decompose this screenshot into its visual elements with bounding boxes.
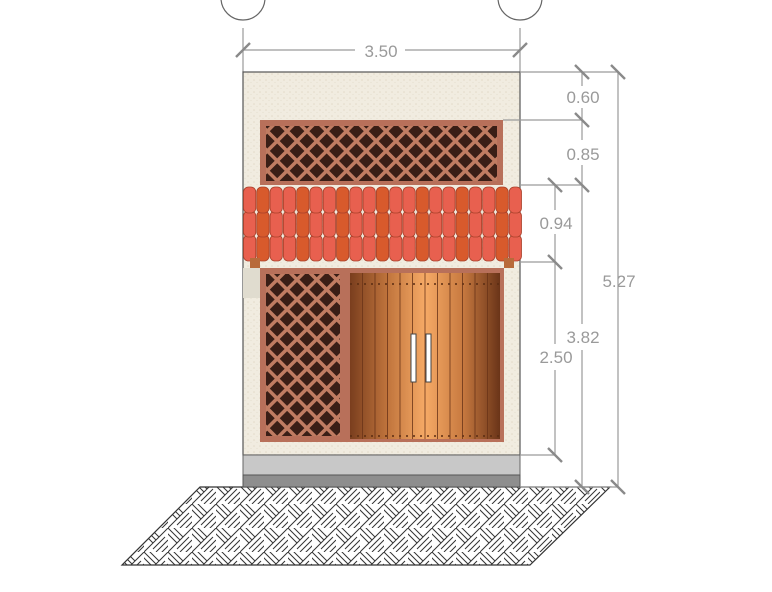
grid-axis-marker-left [220,0,266,21]
roof-tile [296,234,310,262]
roof-tile [309,210,323,238]
roof-tile [256,186,270,214]
roof-tile [309,234,323,262]
roof-tile [269,234,283,262]
roof-tile [282,234,297,262]
roof-tile [389,234,403,262]
roof-tile [349,210,363,238]
roof-tile [468,234,483,262]
roof-tile [362,234,376,262]
roof-bracket-right [504,258,514,268]
roof-tile [349,234,363,262]
dim-top-wall: 0.60 [566,88,599,107]
roof-tile [256,210,270,238]
roof-tile [282,186,297,214]
roof-tile [402,210,416,238]
roof-tile [468,186,483,214]
roof-tile [415,234,429,262]
plinth-upper [242,454,521,476]
dim-upper-screen: 0.85 [566,145,599,164]
roof-tile [482,186,496,214]
roof-tile [429,234,443,262]
height-dimensions: 0.60 0.85 0.94 2.50 3.82 5.27 [503,64,636,495]
dim-ground-floor: 2.50 [539,348,572,367]
roof-tile [495,186,509,214]
roof-tile [468,210,483,238]
roof-tile [442,186,456,214]
roof-tile [362,186,376,214]
roof-tile [296,210,310,238]
lower-lattice-screen [260,268,346,442]
roof-tile [375,210,390,238]
ground-paving [120,486,612,566]
roof-tile [482,210,496,238]
roof-tile [402,234,416,262]
folding-door[interactable] [346,268,504,442]
roof-tile [495,210,509,238]
dim-to-roof-top: 3.82 [566,328,599,347]
grid-axis-marker-right [497,0,543,21]
upper-lattice-screen [260,120,503,185]
door-handle-left[interactable] [410,333,417,383]
roof-tile [402,186,416,214]
roof-tile [336,234,350,262]
roof-tile [415,210,429,238]
roof-tile [455,210,469,238]
roof-tile [508,210,522,238]
dim-roof: 0.94 [539,214,572,233]
roof-tile [415,186,429,214]
roof-tile [455,186,469,214]
roof-tile [455,234,469,262]
width-label: 3.50 [364,42,397,61]
roof-tile [269,186,283,214]
roof-tile [349,186,363,214]
roof-tile [296,186,310,214]
roof-tile [322,234,336,262]
roof-tile [282,210,297,238]
roof-tile [243,234,257,262]
roof-tile [243,186,257,214]
roof-bracket-left [250,258,260,268]
roof-tile [336,210,350,238]
door-handle-right[interactable] [425,333,432,383]
roof-tile [243,210,257,238]
roof-tile [442,234,456,262]
roof-tile [389,186,403,214]
roof-tile [429,210,443,238]
roof-tile [429,186,443,214]
width-dimension: 3.50 [235,28,528,72]
roof-tile [322,186,336,214]
plinth-lower [242,474,521,488]
wall-shadow [243,268,260,298]
roof-tile [362,210,376,238]
roof-tile [269,210,283,238]
roof-tile [389,210,403,238]
roof-tile [482,234,496,262]
roof-tile [322,210,336,238]
roof-tile [309,186,323,214]
roof-canopy [243,186,522,268]
roof-tile [375,186,390,214]
roof-tile [495,234,509,262]
roof-tile [256,234,270,262]
roof-tile [375,234,390,262]
roof-tile [442,210,456,238]
roof-tile [336,186,350,214]
roof-tile [508,234,522,262]
dim-total: 5.27 [602,272,635,291]
roof-tile [508,186,522,214]
